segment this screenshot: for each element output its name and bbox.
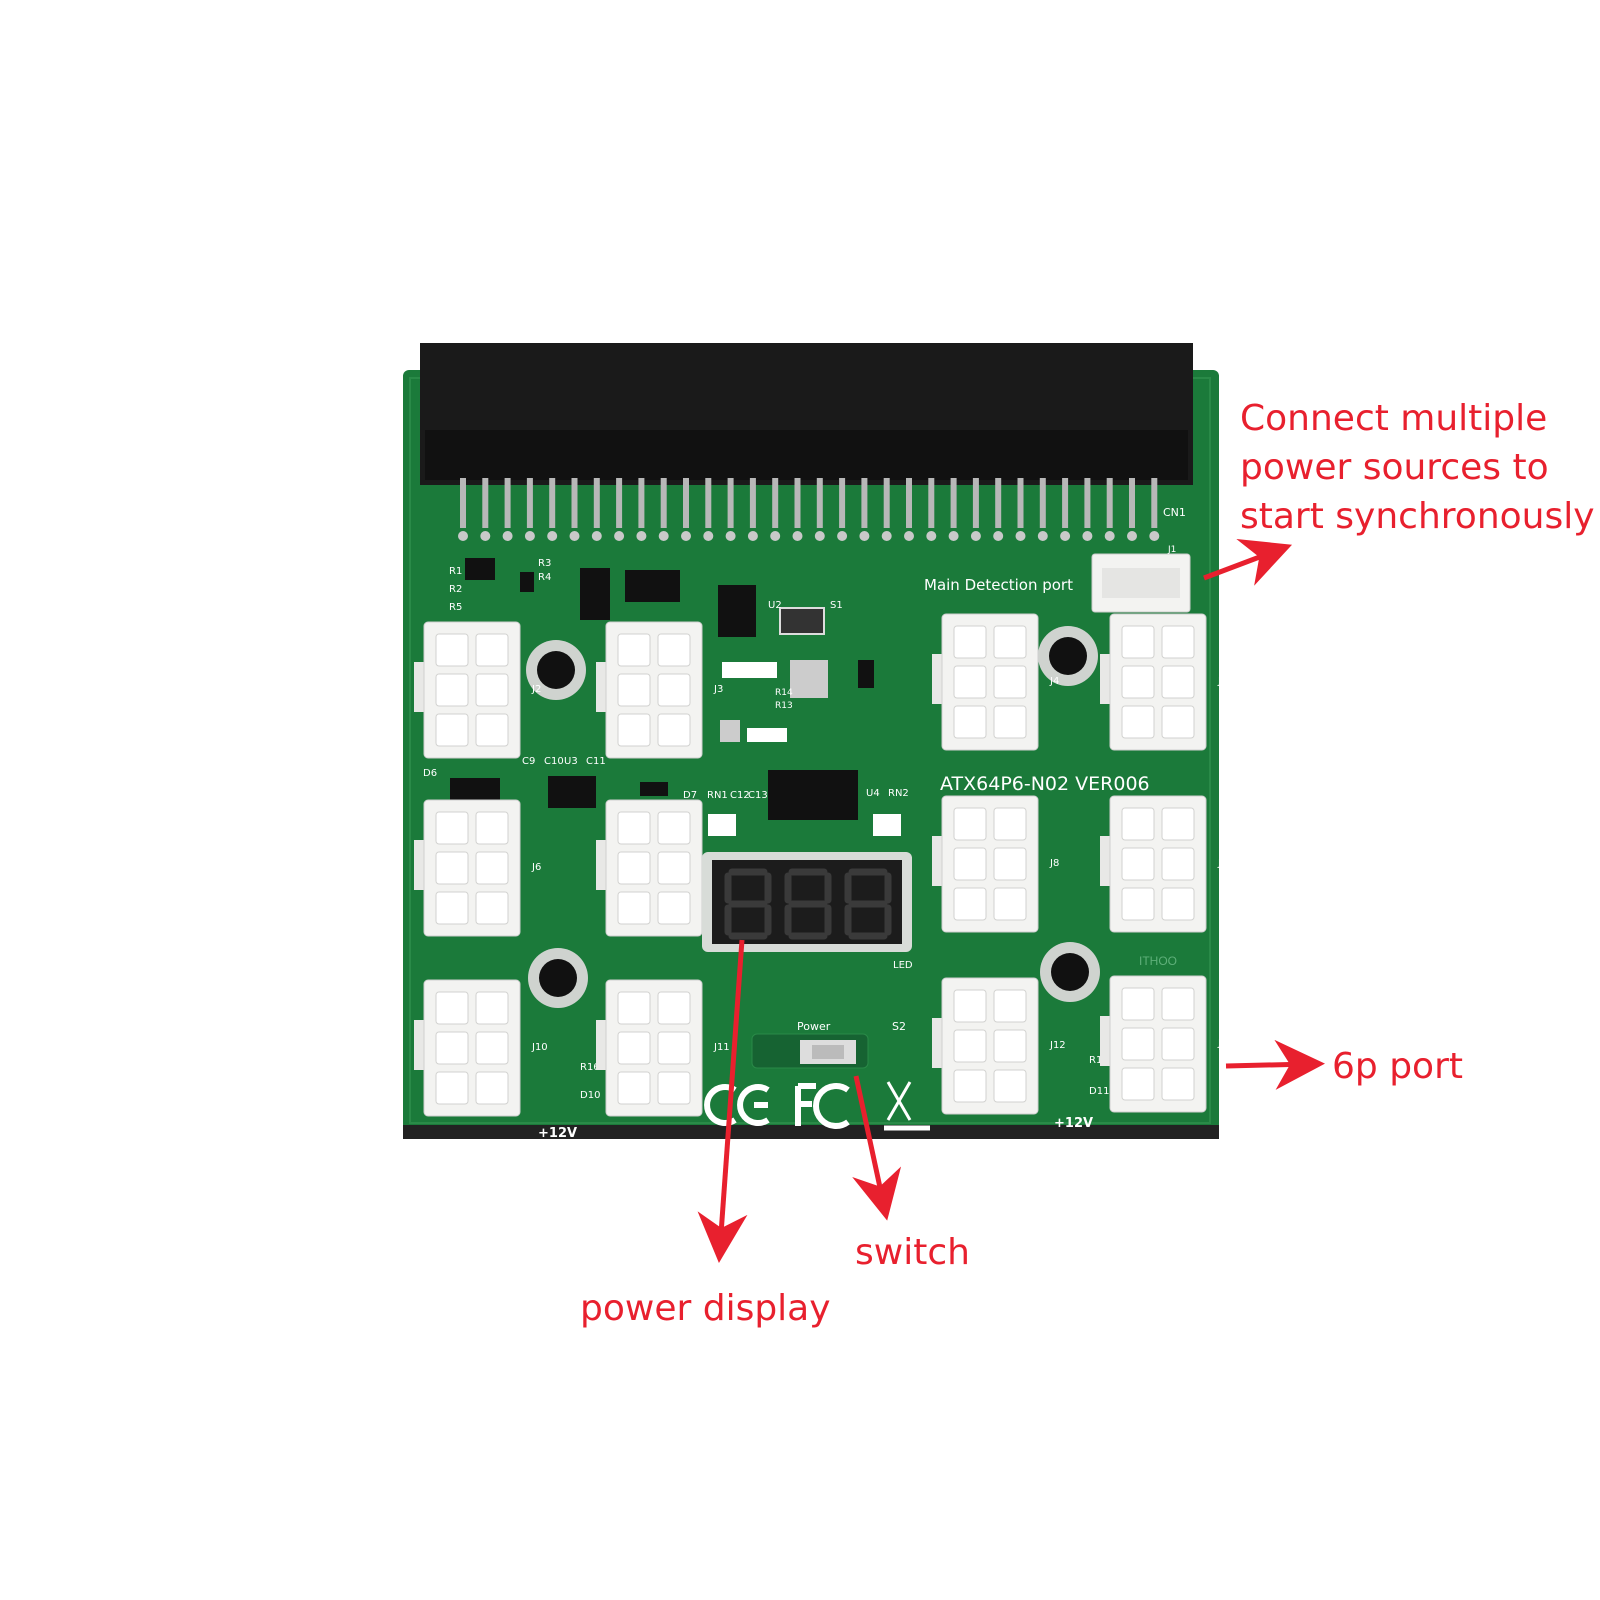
annotation-arrows xyxy=(697,539,1325,1263)
svg-text:C12: C12 xyxy=(730,790,750,801)
callout-sync-line3: start synchronously xyxy=(1240,496,1595,537)
callout-sync-line1: Connect multiple xyxy=(1240,398,1548,439)
svg-text:RN2: RN2 xyxy=(888,788,909,799)
connector-label: J11 xyxy=(713,1042,730,1053)
svg-text:R3: R3 xyxy=(538,558,551,569)
arrow-switch xyxy=(852,1075,902,1221)
svg-text:C9: C9 xyxy=(522,756,535,767)
callout-switch: switch xyxy=(855,1232,970,1273)
svg-text:R5: R5 xyxy=(449,602,462,613)
svg-text:D11: D11 xyxy=(1089,1086,1109,1097)
connector-j4[interactable]: J4 xyxy=(932,613,1059,751)
brand-mark: ITHOO xyxy=(1139,954,1177,968)
connector-label: J10 xyxy=(531,1042,548,1053)
svg-text:R16: R16 xyxy=(580,1062,600,1073)
detection-port-ref: J1 xyxy=(1167,545,1176,555)
connector-label: J5 xyxy=(1217,676,1227,687)
connector-j11[interactable]: J11 xyxy=(596,979,730,1117)
svg-text:U3: U3 xyxy=(564,756,578,767)
svg-text:C13: C13 xyxy=(748,790,768,801)
arrow-6p-port xyxy=(1225,1039,1325,1090)
svg-text:R2: R2 xyxy=(449,584,462,595)
seven-segment-display: LED xyxy=(702,852,913,971)
svg-text:U2: U2 xyxy=(768,600,782,611)
connector-j10[interactable]: J10 xyxy=(414,979,548,1117)
certification-marks xyxy=(704,1081,930,1131)
svg-text:D10: D10 xyxy=(580,1090,600,1101)
connector-label: J13 xyxy=(1217,1038,1234,1049)
main-header-connector: CN1 xyxy=(420,343,1193,541)
svg-text:R13: R13 xyxy=(775,701,793,711)
connector-label: J12 xyxy=(1049,1040,1066,1051)
power-switch[interactable]: Power S2 xyxy=(751,1020,906,1069)
svg-text:R17: R17 xyxy=(1089,1055,1109,1066)
connector-j13[interactable]: J13 xyxy=(1100,975,1234,1113)
main-detection-port[interactable]: Main Detection port J1 xyxy=(924,545,1191,613)
connector-label: J4 xyxy=(1049,676,1059,687)
connector-label: J3 xyxy=(713,684,723,695)
led-label: LED xyxy=(893,960,913,971)
svg-text:R1: R1 xyxy=(449,566,462,577)
rail-label-right: +12V xyxy=(1054,1116,1093,1131)
svg-text:D6: D6 xyxy=(423,768,437,779)
connector-label: J2 xyxy=(531,684,541,695)
connector-label: J9 xyxy=(1217,858,1227,869)
svg-text:S1: S1 xyxy=(830,600,843,611)
svg-text:R4: R4 xyxy=(538,572,551,583)
board-model: ATX64P6-N02 VER006 xyxy=(940,773,1150,795)
silkscreen-refs: R1 R2 R5 R3 R4 U2 S1 C9 C10 U3 C11 D6 D7… xyxy=(423,558,1109,1101)
svg-text:RN1: RN1 xyxy=(707,790,728,801)
connector-label: J8 xyxy=(1049,858,1059,869)
callout-sync-line2: power sources to xyxy=(1240,447,1549,488)
cn1-label: CN1 xyxy=(1163,506,1186,519)
connector-label: J6 xyxy=(531,862,541,873)
smd-components xyxy=(450,558,901,836)
svg-text:C11: C11 xyxy=(586,756,606,767)
power-button-label: Power xyxy=(797,1020,831,1033)
svg-text:R14: R14 xyxy=(775,688,793,698)
connector-j7[interactable]: J7 xyxy=(596,799,723,937)
svg-text:U4: U4 xyxy=(866,788,880,799)
callout-6p-port: 6p port xyxy=(1332,1046,1463,1087)
callout-power-display: power display xyxy=(580,1288,831,1329)
svg-text:C10: C10 xyxy=(544,756,564,767)
connector-j8[interactable]: J8 xyxy=(932,795,1059,933)
svg-text:D7: D7 xyxy=(683,790,697,801)
connector-j5[interactable]: J5 xyxy=(1100,613,1227,751)
pcb-board xyxy=(403,370,1219,1139)
power-button-ref: S2 xyxy=(892,1020,906,1033)
mounting-holes xyxy=(526,626,1100,1008)
arrow-power-display xyxy=(697,939,748,1263)
detection-port-label: Main Detection port xyxy=(924,576,1073,594)
connector-j3[interactable]: J3 xyxy=(596,621,723,759)
rail-label-left: +12V xyxy=(538,1126,577,1141)
connector-j2[interactable]: J2 xyxy=(414,621,541,759)
arrow-detection-port xyxy=(1203,539,1293,586)
connector-j6[interactable]: J6 xyxy=(414,799,541,937)
connector-j9[interactable]: J9 xyxy=(1100,795,1227,933)
connector-j12[interactable]: J12 xyxy=(932,977,1066,1115)
